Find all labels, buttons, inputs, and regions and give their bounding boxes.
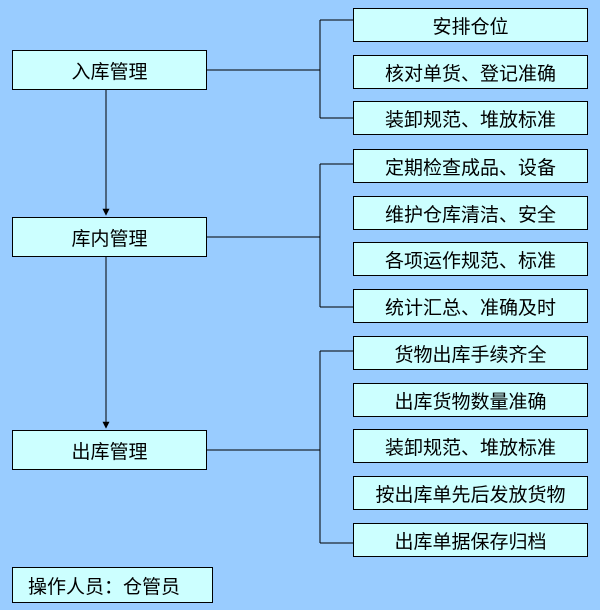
task-inbound-3: 装卸规范、堆放标准 (353, 101, 588, 135)
task-internal-1: 定期检查成品、设备 (353, 149, 588, 183)
task-outbound-3: 装卸规范、堆放标准 (353, 429, 588, 463)
task-inbound-2: 核对单货、登记准确 (353, 55, 588, 89)
stage-internal: 库内管理 (12, 217, 207, 257)
stage-inbound: 入库管理 (12, 50, 207, 90)
bracket-inbound (207, 19, 353, 119)
task-outbound-4: 按出库单先后发放货物 (353, 476, 588, 510)
operator-label: 操作人员：仓管员 (12, 567, 213, 603)
task-outbound-2: 出库货物数量准确 (353, 383, 588, 417)
stage-outbound: 出库管理 (12, 430, 207, 470)
task-inbound-1: 安排仓位 (353, 8, 588, 42)
task-internal-2: 维护仓库清洁、安全 (353, 196, 588, 230)
task-outbound-1: 货物出库手续齐全 (353, 336, 588, 370)
task-internal-4: 统计汇总、准确及时 (353, 289, 588, 323)
task-internal-3: 各项运作规范、标准 (353, 242, 588, 276)
bracket-internal (207, 163, 353, 308)
bracket-outbound (207, 350, 353, 544)
task-outbound-5: 出库单据保存归档 (353, 523, 588, 557)
